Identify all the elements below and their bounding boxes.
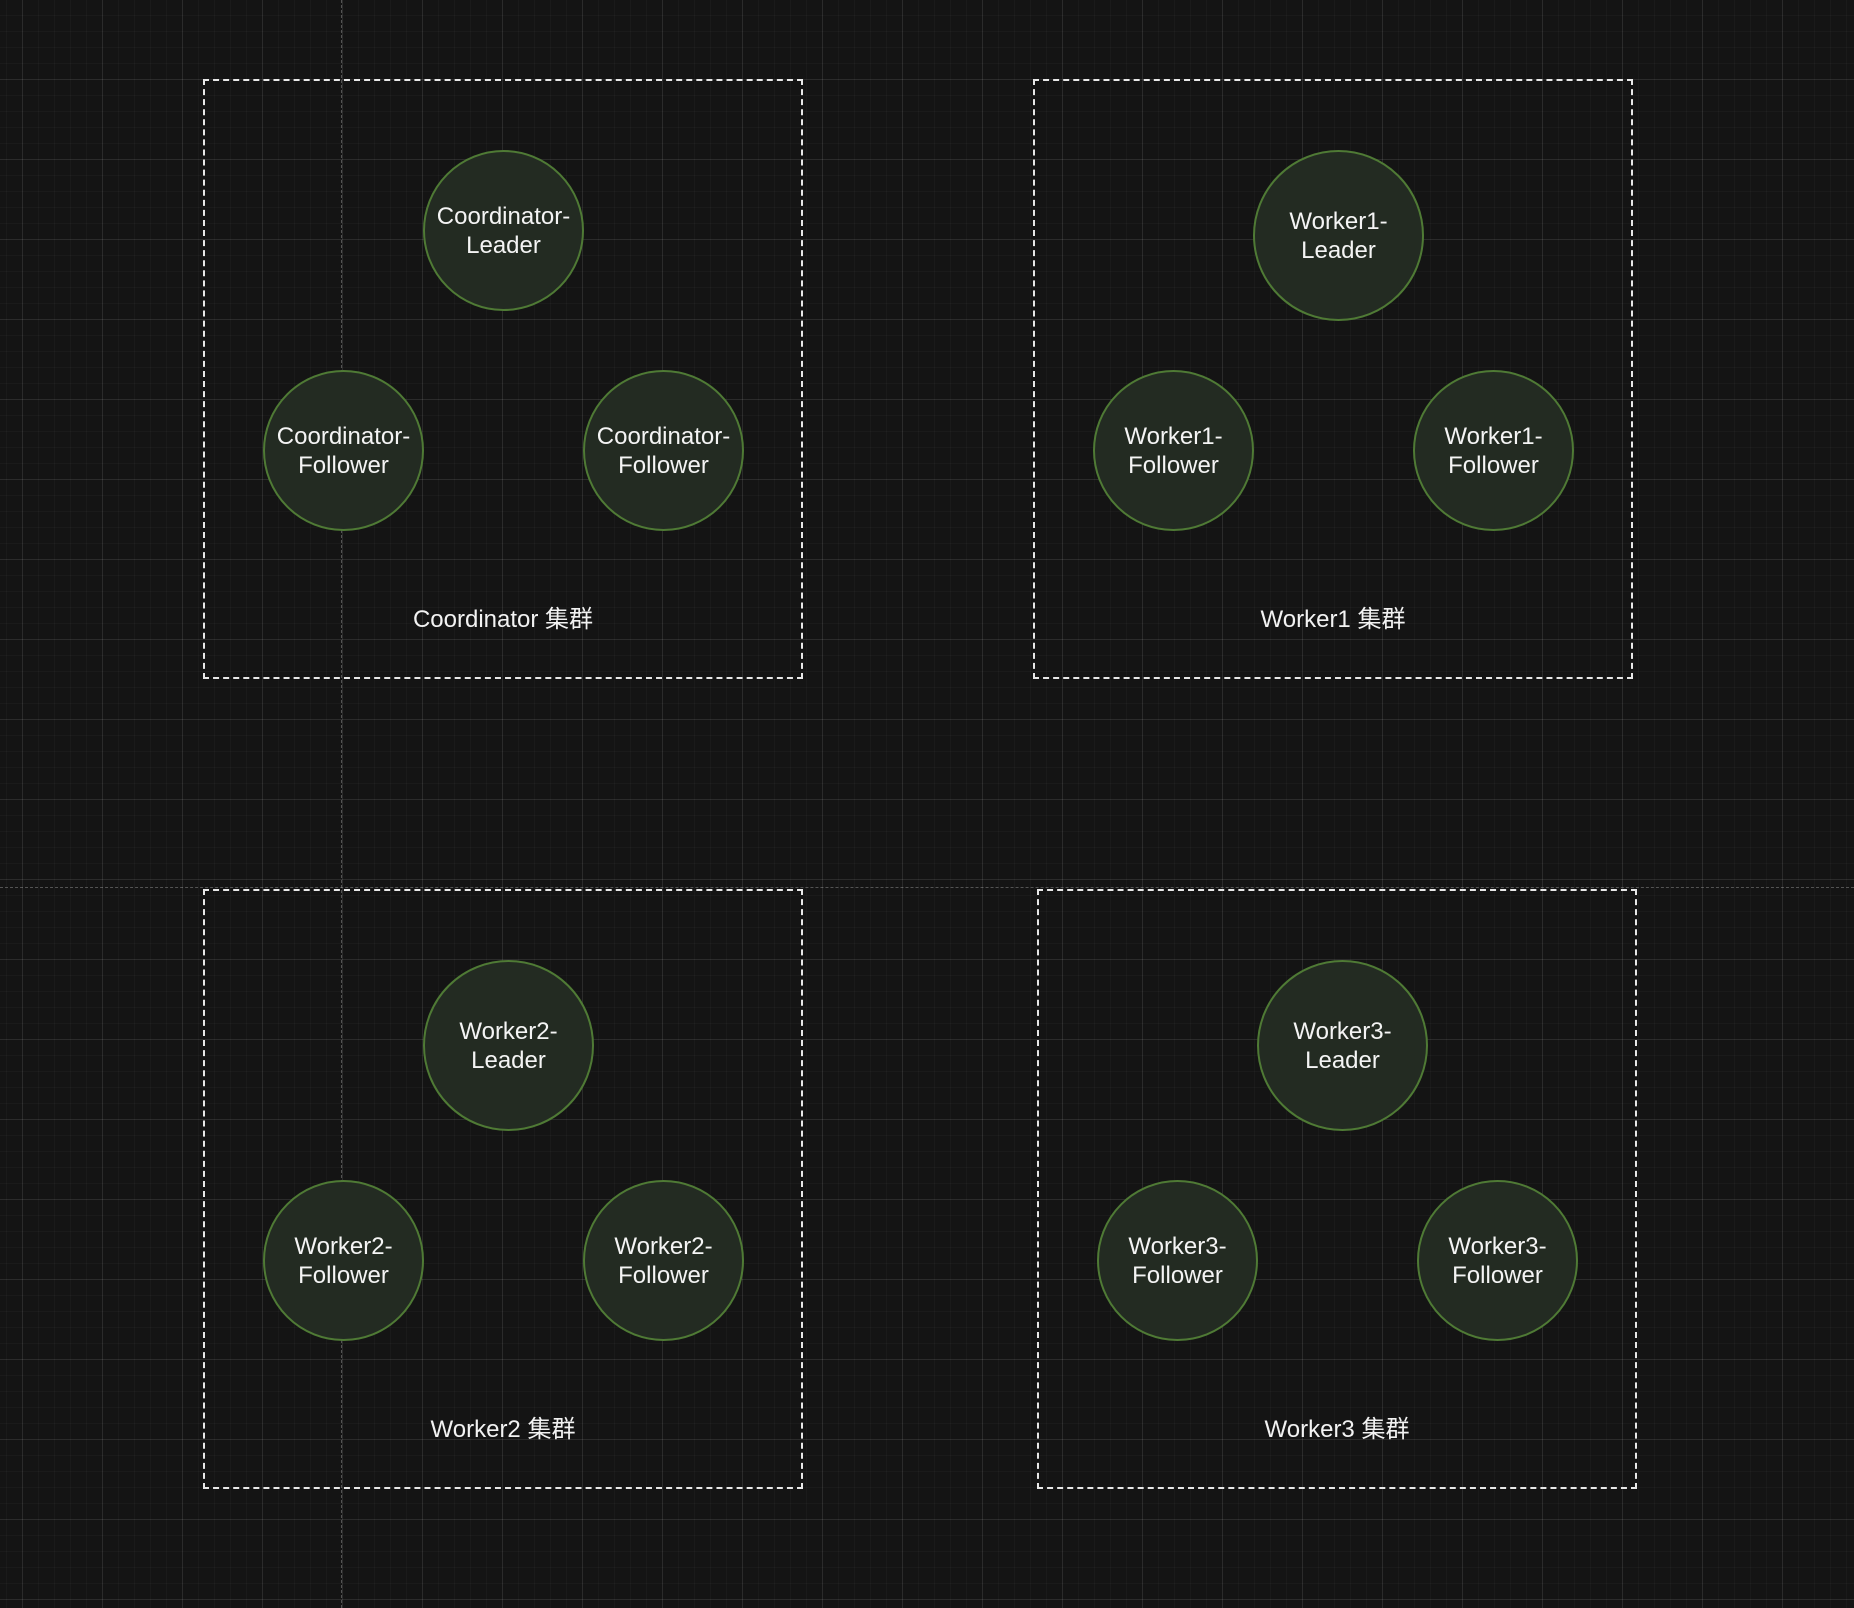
worker2-leader-label: Worker2- Leader <box>459 1017 558 1074</box>
coordinator-follower-left-node[interactable]: Coordinator- Follower <box>263 370 424 531</box>
worker1-leader-label: Worker1- Leader <box>1289 207 1388 264</box>
worker2-follower-left-label: Worker2- Follower <box>294 1232 393 1289</box>
worker2-cluster-label: Worker2 集群 <box>430 1416 576 1443</box>
worker1-follower-right-label: Worker1- Follower <box>1444 422 1543 479</box>
worker1-cluster-label: Worker1 集群 <box>1260 606 1406 633</box>
coordinator-follower-right-node[interactable]: Coordinator- Follower <box>583 370 744 531</box>
worker3-follower-left-node[interactable]: Worker3- Follower <box>1097 1180 1258 1341</box>
worker2-follower-left-node[interactable]: Worker2- Follower <box>263 1180 424 1341</box>
worker1-follower-left-node[interactable]: Worker1- Follower <box>1093 370 1254 531</box>
worker3-leader-label: Worker3- Leader <box>1293 1017 1392 1074</box>
coordinator-leader-label: Coordinator- Leader <box>436 202 571 259</box>
vertical-guide-line <box>341 0 342 1608</box>
worker3-cluster-group[interactable]: Worker3- Leader Worker3- Follower Worker… <box>1037 889 1637 1489</box>
coordinator-follower-right-label: Coordinator- Follower <box>596 422 731 479</box>
worker3-cluster-label: Worker3 集群 <box>1264 1416 1410 1443</box>
worker2-cluster-group[interactable]: Worker2- Leader Worker2- Follower Worker… <box>203 889 803 1489</box>
coordinator-cluster-label: Coordinator 集群 <box>412 606 594 633</box>
worker3-follower-right-label: Worker3- Follower <box>1448 1232 1547 1289</box>
coordinator-cluster-group[interactable]: Coordinator- Leader Coordinator- Followe… <box>203 79 803 679</box>
worker1-follower-left-label: Worker1- Follower <box>1124 422 1223 479</box>
worker2-follower-right-node[interactable]: Worker2- Follower <box>583 1180 744 1341</box>
worker1-leader-node[interactable]: Worker1- Leader <box>1253 150 1424 321</box>
worker2-follower-right-label: Worker2- Follower <box>614 1232 713 1289</box>
coordinator-leader-node[interactable]: Coordinator- Leader <box>423 150 584 311</box>
worker3-follower-right-node[interactable]: Worker3- Follower <box>1417 1180 1578 1341</box>
worker3-leader-node[interactable]: Worker3- Leader <box>1257 960 1428 1131</box>
worker2-leader-node[interactable]: Worker2- Leader <box>423 960 594 1131</box>
worker1-follower-right-node[interactable]: Worker1- Follower <box>1413 370 1574 531</box>
worker3-follower-left-label: Worker3- Follower <box>1128 1232 1227 1289</box>
coordinator-follower-left-label: Coordinator- Follower <box>276 422 411 479</box>
worker1-cluster-group[interactable]: Worker1- Leader Worker1- Follower Worker… <box>1033 79 1633 679</box>
horizontal-guide-line <box>0 887 1854 888</box>
